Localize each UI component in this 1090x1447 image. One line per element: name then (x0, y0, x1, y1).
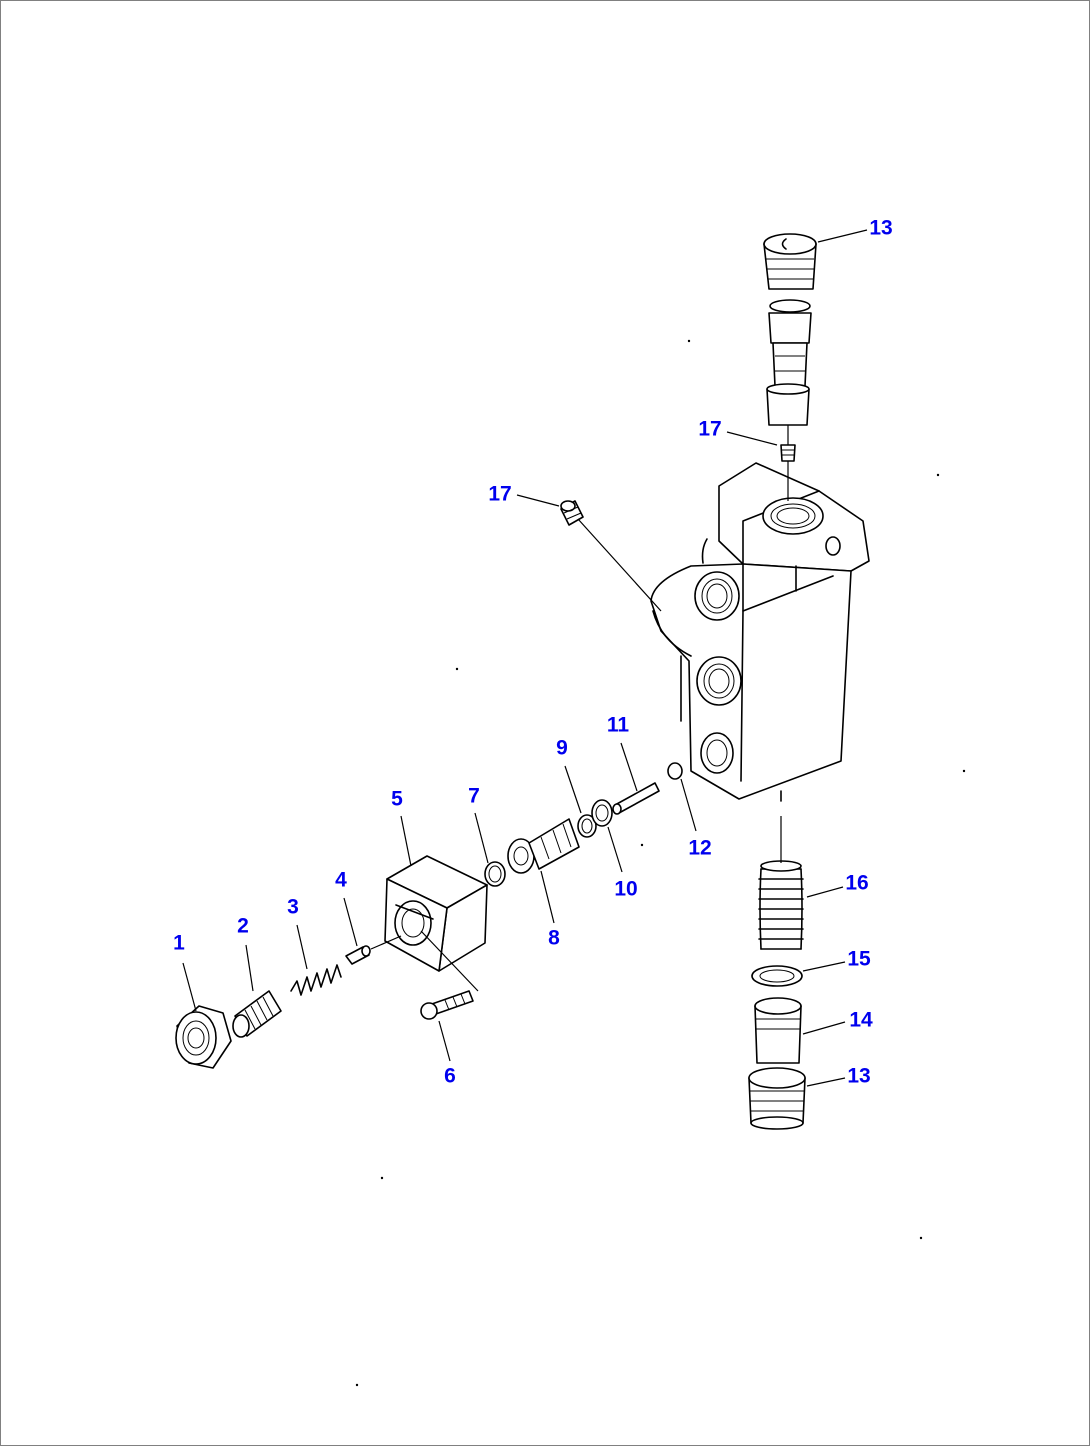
callout-14: 14 (849, 1008, 873, 1032)
callout-16: 16 (845, 871, 869, 895)
callout-9: 9 (556, 736, 568, 760)
callout-10: 10 (614, 877, 638, 901)
callout-12: 12 (688, 836, 712, 860)
callout-13-bottom: 13 (847, 1064, 871, 1088)
callout-17-left: 17 (488, 482, 512, 506)
bottom-stack (748, 860, 806, 1130)
callout-2: 2 (237, 914, 249, 938)
callout-6: 6 (444, 1064, 456, 1088)
callout-11: 11 (606, 713, 630, 737)
callout-1: 1 (173, 931, 185, 955)
callout-17-top: 17 (698, 417, 722, 441)
callout-3: 3 (287, 895, 299, 919)
callout-7: 7 (468, 784, 480, 808)
callout-13-top: 13 (869, 216, 893, 240)
plug-17-left (560, 500, 584, 526)
relief-assembly (175, 762, 683, 1069)
assembly-lines (370, 425, 789, 992)
callout-leaders (182, 229, 868, 1087)
callout-15: 15 (847, 947, 871, 971)
top-cartridge (763, 233, 817, 462)
callout-4: 4 (335, 868, 347, 892)
callout-5: 5 (391, 787, 403, 811)
callout-8: 8 (548, 926, 560, 950)
scan-specks (355, 339, 966, 1387)
valve-body (650, 462, 870, 802)
